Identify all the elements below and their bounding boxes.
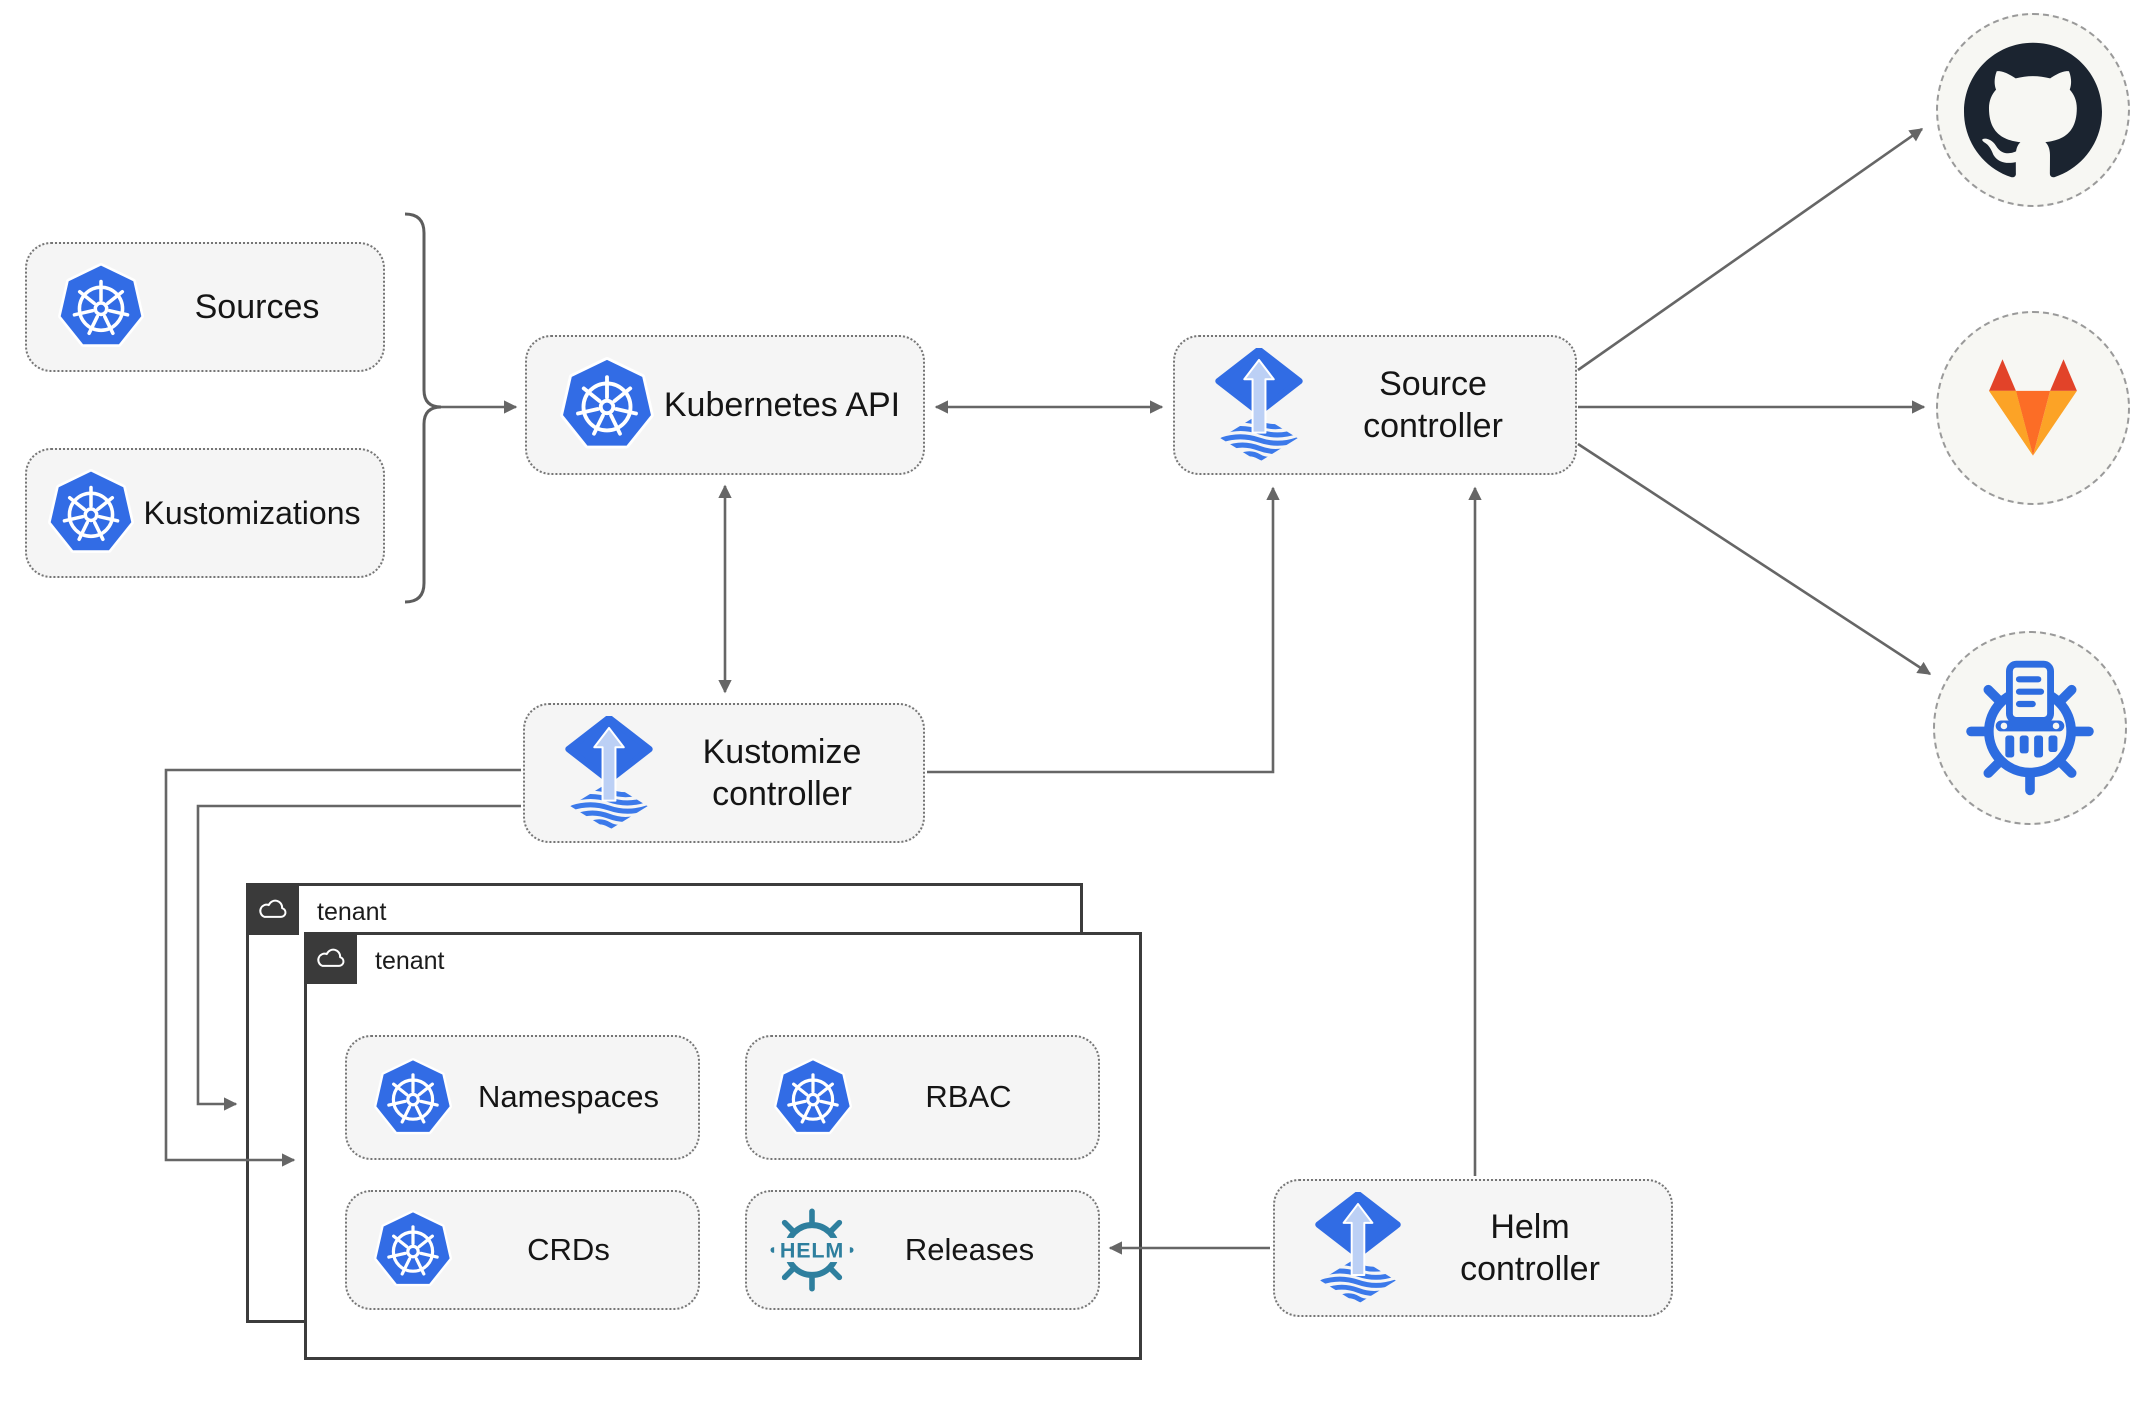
node-sources: Sources	[25, 242, 385, 372]
github-icon	[1964, 41, 2102, 179]
kubernetes-icon	[47, 469, 135, 557]
source-controller-line1: Source	[1379, 364, 1487, 403]
kubernetes-icon	[373, 1058, 453, 1138]
provider-kustomize	[1933, 631, 2127, 825]
edge-source-controller-to-github	[1577, 127, 1924, 372]
kustomize-controller-line2: controller	[712, 775, 852, 813]
kubernetes-icon	[773, 1058, 853, 1138]
node-kustomizations-label: Kustomizations	[143, 495, 361, 531]
kubernetes-icon	[373, 1210, 453, 1290]
provider-github	[1936, 13, 2130, 207]
kustomize-icon	[1961, 656, 2099, 800]
node-kustomize-controller-label: Kustomize controller	[655, 731, 923, 816]
node-kubernetes-api: Kubernetes API	[525, 335, 925, 475]
source-controller-line2: controller	[1363, 407, 1503, 445]
node-kustomize-controller: Kustomize controller	[523, 703, 925, 843]
node-helm-controller-label: Helm controller	[1403, 1206, 1671, 1291]
tenant-front-label: tenant	[375, 947, 445, 975]
edge-bracket-sources-kustomizations	[404, 212, 442, 604]
gitlab-icon	[1972, 353, 2094, 463]
kustomize-controller-line1: Kustomize	[702, 732, 862, 771]
flux-icon	[1313, 1192, 1403, 1305]
node-sources-label: Sources	[194, 287, 320, 326]
tenant-front-badge	[304, 932, 357, 984]
edge-source-controller-to-kustomize	[1577, 442, 1932, 676]
helm-controller-line2: controller	[1460, 1250, 1600, 1288]
tenant-back-label: tenant	[317, 898, 387, 926]
node-source-controller: Source controller	[1173, 335, 1577, 475]
node-releases-label: Releases	[904, 1231, 1035, 1267]
node-namespaces-label: Namespaces	[478, 1079, 659, 1115]
kubernetes-icon	[559, 357, 655, 453]
helm-icon	[769, 1207, 855, 1293]
node-rbac: RBAC	[745, 1035, 1100, 1160]
tenant-back-badge	[246, 883, 299, 935]
cloud-icon	[257, 899, 289, 920]
flux-icon	[1213, 348, 1305, 463]
node-namespaces: Namespaces	[345, 1035, 700, 1160]
edge-kustomize-controller-to-source-controller	[927, 486, 1280, 774]
node-crds-label: CRDs	[527, 1231, 610, 1267]
node-crds: CRDs	[345, 1190, 700, 1310]
node-kubernetes-api-label: Kubernetes API	[663, 385, 901, 424]
provider-gitlab	[1936, 311, 2130, 505]
node-source-controller-label: Source controller	[1305, 363, 1575, 448]
helm-controller-line1: Helm	[1490, 1207, 1570, 1246]
kubernetes-icon	[57, 263, 145, 351]
node-helm-controller: Helm controller	[1273, 1179, 1673, 1317]
flux-icon	[563, 716, 655, 831]
cloud-icon	[315, 948, 347, 969]
node-releases: Releases	[745, 1190, 1100, 1310]
node-rbac-label: RBAC	[925, 1079, 1012, 1115]
node-kustomizations: Kustomizations	[25, 448, 385, 578]
